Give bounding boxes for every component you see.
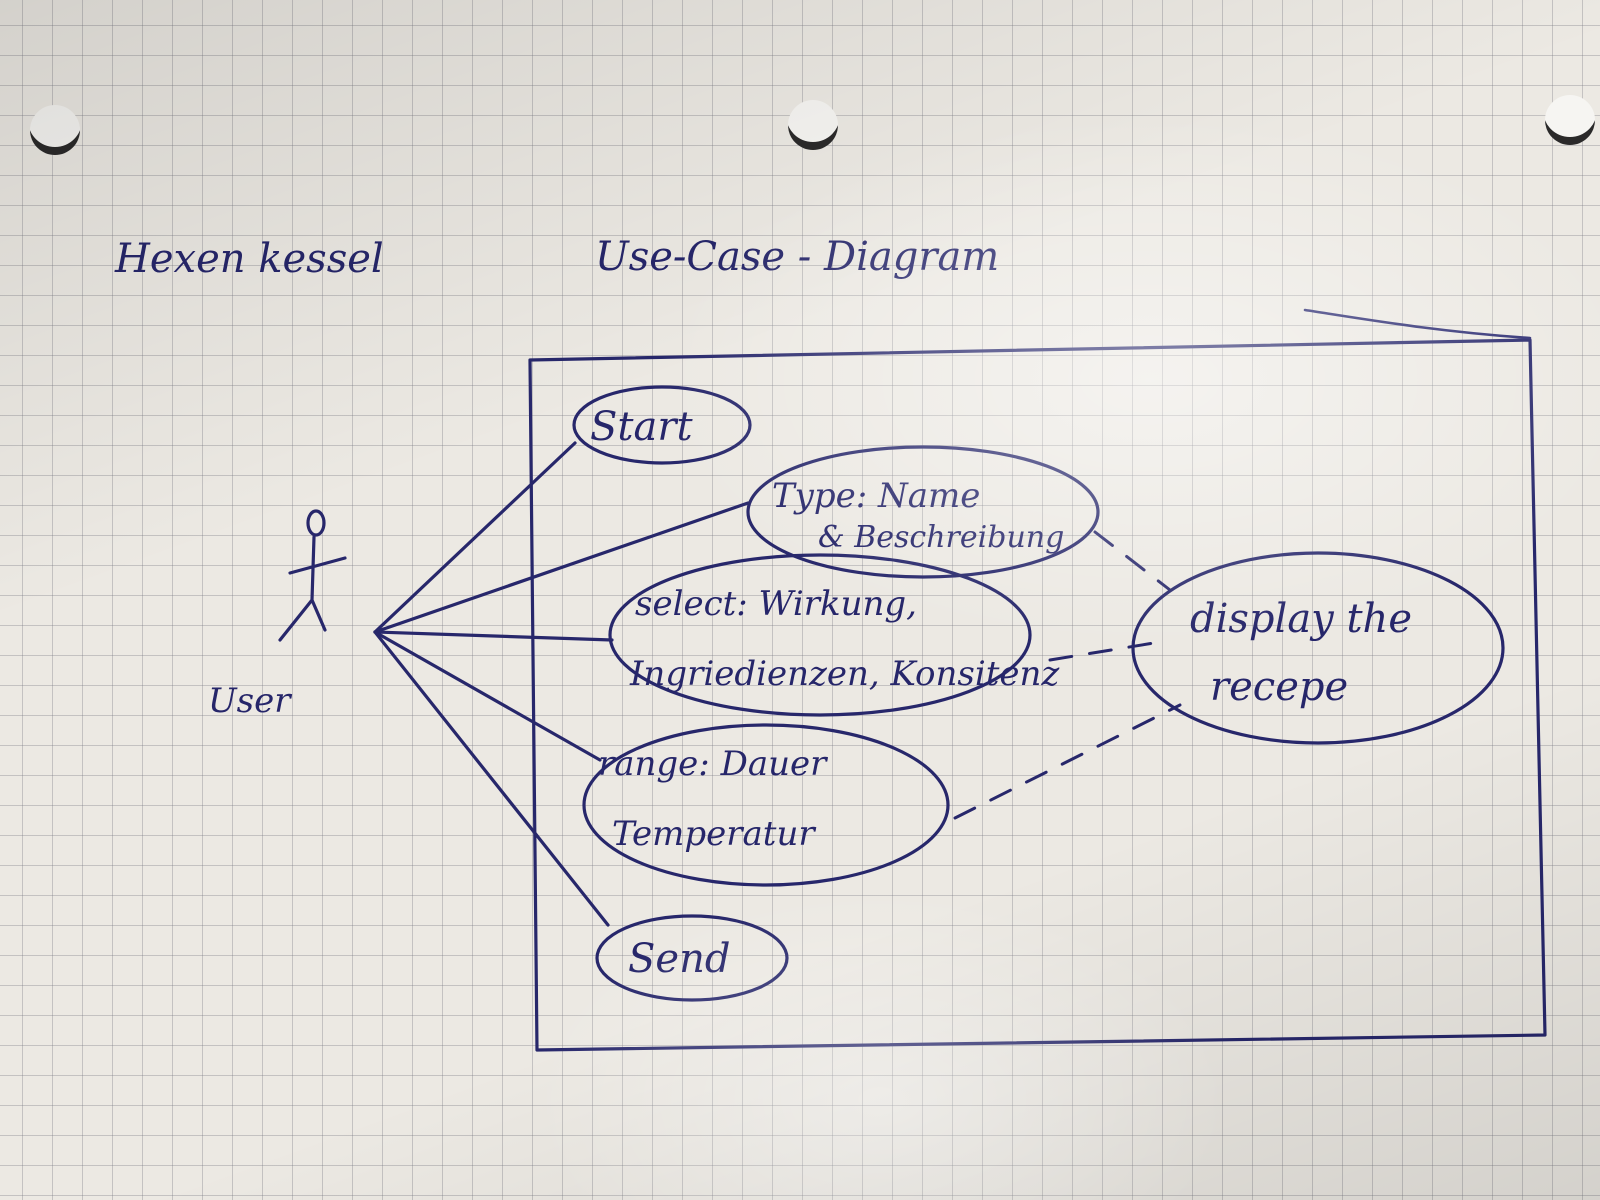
use-case-send: Send xyxy=(595,914,789,1002)
association-type xyxy=(373,501,750,634)
association-start xyxy=(373,441,577,634)
diagram-title: Hexen kessel xyxy=(114,236,384,282)
use-case-label: Ingriedienzen, Konsitenz xyxy=(629,654,1060,694)
punch-hole xyxy=(788,100,838,150)
diagram-subtitle: Use-Case - Diagram xyxy=(595,234,999,280)
use-case-ellipse xyxy=(595,914,789,1002)
actor-user: User xyxy=(208,509,347,721)
use-case-label: Type: Name xyxy=(772,476,980,516)
use-case-label: recepe xyxy=(1210,664,1348,710)
use-case-label: & Beschreibung xyxy=(818,520,1064,555)
use-case-label: Send xyxy=(628,936,730,982)
boundary-overstroke xyxy=(1303,308,1532,340)
use-case-type: Type: Name & Beschreibung xyxy=(746,445,1100,579)
use-case-ellipse xyxy=(1131,551,1505,745)
association-select xyxy=(373,630,614,642)
system-boundary xyxy=(528,338,1547,1052)
use-case-range: range: Dauer Temperatur xyxy=(582,723,950,887)
use-case-select: select: Wirkung, Ingriedienzen, Konsiten… xyxy=(608,553,1060,717)
actor-head xyxy=(306,509,326,537)
dependencies xyxy=(953,530,1182,820)
actor-body xyxy=(278,535,347,642)
dependency-type-display xyxy=(1093,530,1172,592)
association-send xyxy=(373,630,610,927)
punch-hole xyxy=(30,105,80,155)
use-case-ellipse xyxy=(582,723,950,887)
use-case-label: display the xyxy=(1190,596,1412,642)
punch-hole xyxy=(1545,95,1595,145)
use-case-label: select: Wirkung, xyxy=(635,584,917,624)
use-case-start: Start xyxy=(572,385,752,465)
dependency-select-display xyxy=(1048,640,1162,662)
use-case-ellipse xyxy=(746,445,1100,579)
use-case-ellipse xyxy=(608,553,1032,717)
use-case-display: display the recepe xyxy=(1131,551,1505,745)
actor-label: User xyxy=(208,681,292,721)
use-case-label: Temperatur xyxy=(612,814,816,854)
association-range xyxy=(373,630,602,762)
use-case-ellipse xyxy=(572,385,752,465)
use-case-label: range: Dauer xyxy=(598,744,828,784)
associations xyxy=(373,441,750,927)
use-case-label: Start xyxy=(590,404,693,450)
dependency-range-display xyxy=(953,703,1182,820)
